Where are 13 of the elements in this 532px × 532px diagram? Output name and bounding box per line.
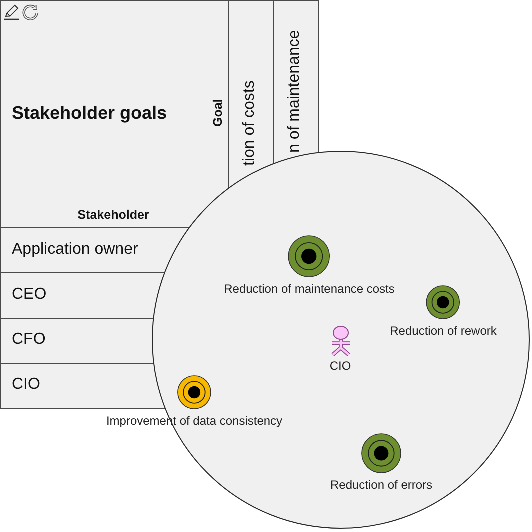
actor-label: CIO xyxy=(330,358,352,372)
goal-label: Reduction of rework xyxy=(390,324,497,338)
table-title: Stakeholder goals xyxy=(12,102,168,124)
goal-label: Reduction of errors xyxy=(330,478,433,492)
axis-header: Stakeholder xyxy=(78,207,150,223)
row-header: Application owner xyxy=(12,241,138,259)
column-header: n of maintenance xyxy=(286,30,304,153)
row-header: CEO xyxy=(12,286,47,304)
goal-label: Reduction of maintenance costs xyxy=(224,282,395,296)
axis-header: Goal xyxy=(211,99,225,127)
row-header: CFO xyxy=(12,331,46,349)
row-header: CIO xyxy=(12,376,40,394)
column-header: tion of costs xyxy=(241,80,259,166)
